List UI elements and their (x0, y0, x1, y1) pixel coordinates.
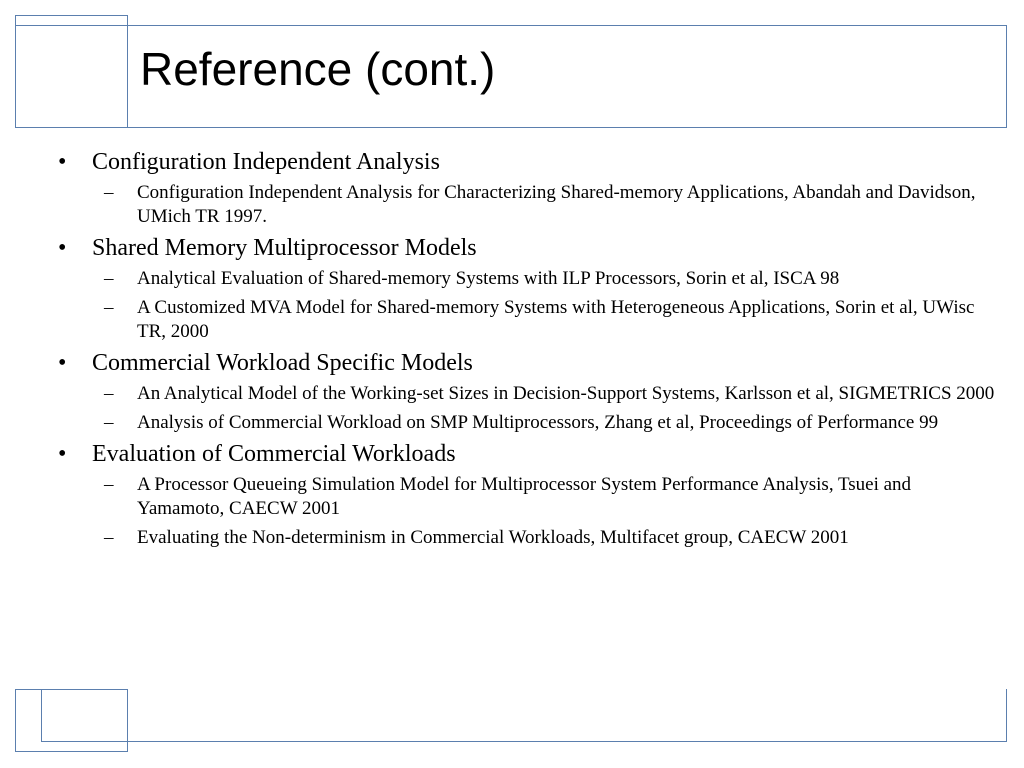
bullet-text: Evaluation of Commercial Workloads (92, 441, 456, 467)
sub-item: – A Processor Queueing Simulation Model … (58, 473, 997, 521)
slide-title: Reference (cont.) (140, 43, 496, 95)
bullet-text: Configuration Independent Analysis (92, 149, 440, 175)
bullet-group: • Evaluation of Commercial Workloads – A… (58, 440, 1008, 550)
bullet-mark: • (58, 350, 67, 376)
sub-item: – Analytical Evaluation of Shared-memory… (58, 267, 997, 291)
bullet-group: • Shared Memory Multiprocessor Models – … (58, 234, 1008, 344)
bullet-group: • Commercial Workload Specific Models – … (58, 349, 1008, 435)
sub-item: – A Customized MVA Model for Shared-memo… (58, 296, 997, 344)
sub-list: – Configuration Independent Analysis for… (58, 181, 1008, 229)
bullet-item: • Configuration Independent Analysis (58, 148, 1008, 176)
bullet-text: Commercial Workload Specific Models (92, 350, 473, 376)
slide-body: • Configuration Independent Analysis – C… (58, 148, 1008, 555)
bullet-mark: • (58, 149, 67, 175)
bullet-mark: • (58, 441, 67, 467)
sub-mark: – (104, 383, 114, 404)
corner-square-bottom-left (15, 689, 128, 752)
bullet-text: Shared Memory Multiprocessor Models (92, 235, 477, 261)
bullet-item: • Shared Memory Multiprocessor Models (58, 234, 1008, 262)
sub-text: Configuration Independent Analysis for C… (137, 182, 976, 227)
sub-text: A Customized MVA Model for Shared-memory… (137, 297, 975, 342)
sub-text: Analysis of Commercial Workload on SMP M… (137, 412, 939, 433)
sub-mark: – (104, 527, 114, 548)
sub-text: A Processor Queueing Simulation Model fo… (137, 474, 912, 519)
sub-item: – Analysis of Commercial Workload on SMP… (58, 411, 997, 435)
sub-mark: – (104, 474, 114, 495)
sub-list: – A Processor Queueing Simulation Model … (58, 473, 1008, 550)
bullet-item: • Evaluation of Commercial Workloads (58, 440, 1008, 468)
sub-item: – Evaluating the Non-determinism in Comm… (58, 526, 997, 550)
sub-mark: – (104, 412, 114, 433)
sub-mark: – (104, 268, 114, 289)
bullet-item: • Commercial Workload Specific Models (58, 349, 1008, 377)
sub-text: An Analytical Model of the Working-set S… (137, 383, 995, 404)
footer-frame (41, 689, 1007, 742)
sub-list: – Analytical Evaluation of Shared-memory… (58, 267, 1008, 344)
sub-mark: – (104, 297, 114, 318)
bullet-group: • Configuration Independent Analysis – C… (58, 148, 1008, 229)
sub-text: Analytical Evaluation of Shared-memory S… (137, 268, 840, 289)
title-frame (15, 25, 1007, 128)
sub-item: – An Analytical Model of the Working-set… (58, 382, 997, 406)
bullet-mark: • (58, 235, 67, 261)
sub-text: Evaluating the Non-determinism in Commer… (137, 527, 849, 548)
sub-item: – Configuration Independent Analysis for… (58, 181, 997, 229)
sub-mark: – (104, 182, 114, 203)
sub-list: – An Analytical Model of the Working-set… (58, 382, 1008, 435)
